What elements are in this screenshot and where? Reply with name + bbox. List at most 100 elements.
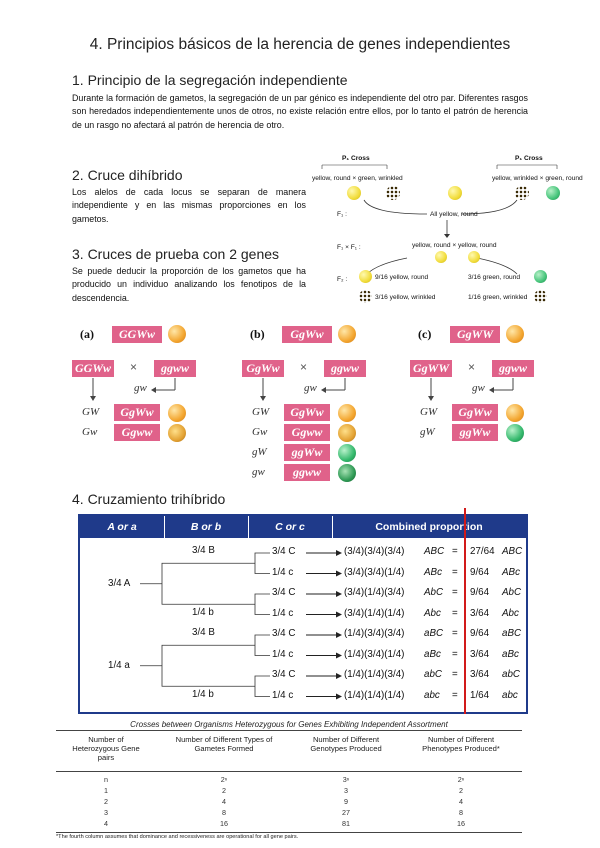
crosses-cell: 1	[104, 786, 108, 795]
offspring-box: ggWw	[452, 424, 498, 441]
offspring-box: Ggww	[284, 424, 330, 441]
equals: =	[452, 607, 458, 619]
phenotype: abC	[502, 669, 520, 680]
section-1-heading: 1. Principio de la segregación independi…	[72, 72, 348, 88]
orange-round-pea-icon	[338, 404, 356, 422]
green-round-pea-icon	[506, 424, 524, 442]
page-title: 4. Principios básicos de la herencia de …	[89, 36, 511, 53]
phenotype: aBC	[502, 628, 522, 639]
arrow-head	[336, 611, 342, 618]
header-c: C or c	[275, 521, 305, 533]
offspring-box: GgWw	[114, 404, 160, 421]
trihybrid-row: 1/4 c (3/4)(1/4)(1/4) Abc = 3/64 Abc	[80, 608, 526, 622]
proportion: 9/64	[470, 566, 490, 578]
trihybrid-branch-lines	[140, 550, 342, 700]
green-wrinkled-pea-icon	[338, 464, 356, 482]
yellow-round-pea-icon	[468, 251, 480, 263]
green-round-pea-icon	[534, 270, 547, 283]
yellow-wrinkled-pea-icon	[359, 290, 372, 303]
b-branch	[240, 675, 270, 697]
gamete-label: GW	[420, 406, 438, 418]
crosses-cell: 2ⁿ	[220, 775, 228, 784]
b-branch	[240, 593, 270, 615]
genotype: Abc	[424, 607, 441, 619]
tester-gamete: gw	[134, 382, 147, 394]
arrow-head	[336, 570, 342, 577]
cross-times: ×	[468, 360, 476, 374]
b-branch	[240, 552, 270, 574]
f2-ratio-1: 9/16 yellow, round	[375, 274, 429, 281]
arrow-head	[336, 591, 342, 597]
dihybrid-diagram: P₁ Cross P₁ Cross yellow, round × green,…	[312, 152, 583, 312]
crosses-cell: 2ⁿ	[457, 775, 465, 784]
orange-round-pea-icon	[168, 325, 186, 343]
genotype: abc	[424, 689, 440, 701]
f2-ratio-2: 3/16 green, round	[468, 274, 521, 281]
crosses-cell: 2	[459, 786, 463, 795]
gamete-label: gW	[252, 446, 267, 458]
crosses-cell: 9	[344, 797, 348, 806]
test-cross-panel: (c) GgWW GgWW × ggww gw GW GgWw gW ggWw	[406, 324, 576, 486]
trihybrid-header: A or a B or b C or c Combined proportion	[80, 516, 526, 538]
equals: =	[452, 587, 458, 598]
orange-round-pea-icon	[506, 325, 524, 343]
c-label: 3/4 C	[272, 587, 296, 598]
arrow-head	[336, 652, 342, 659]
cross-left-box: GgWw	[242, 360, 284, 377]
panel-genotype-box: GgWw	[282, 326, 332, 343]
phenotype: aBc	[502, 648, 519, 660]
proportion: 3/64	[470, 607, 490, 619]
header-combined: Combined proportion	[375, 521, 483, 533]
genotype: abC	[424, 669, 442, 680]
panel-arrows	[260, 378, 346, 401]
crosses-cell: 16	[457, 819, 465, 828]
gamete-label: gW	[420, 426, 435, 438]
cross-left-box: GgWW	[410, 360, 452, 377]
genotype: ABc	[424, 566, 442, 578]
trihybrid-row: 1/4 c (3/4)(3/4)(1/4) ABc = 9/64 ABc	[80, 567, 526, 581]
a-branch	[140, 644, 240, 687]
b-label: 3/4 B	[192, 627, 215, 638]
cross-right-box: ggww	[154, 360, 196, 377]
expression: (1/4)(1/4)(1/4)	[344, 689, 405, 701]
gamete-label: gw	[252, 466, 265, 478]
proportion: 27/64	[470, 546, 495, 557]
green-wrinkled-pea-icon	[534, 290, 547, 303]
trihybrid-table: A or a B or b C or c Combined proportion…	[78, 514, 528, 714]
crosses-cell: 8	[459, 808, 463, 817]
orange-wrinkled-pea-icon	[338, 424, 356, 442]
c-label: 3/4 C	[272, 669, 296, 680]
trihybrid-row: 3/4 C (1/4)(3/4)(3/4) aBC = 9/64 aBC	[80, 628, 526, 642]
crosses-cell: 81	[342, 819, 350, 828]
proportion: 3/64	[470, 648, 490, 660]
panel-label: (b)	[250, 327, 265, 341]
f2-label: F₂ :	[337, 276, 348, 283]
orange-wrinkled-pea-icon	[168, 424, 186, 442]
equals: =	[452, 648, 458, 660]
c-label: 1/4 c	[272, 566, 294, 578]
green-round-pea-icon	[338, 444, 356, 462]
panel-arrows	[90, 378, 176, 401]
trihybrid-row: 1/4 c (1/4)(1/4)(1/4) abc = 1/64 abc	[80, 690, 526, 704]
equals: =	[452, 669, 458, 680]
panel-arrows	[428, 378, 514, 401]
b-branch	[240, 634, 270, 656]
genotype: aBC	[424, 628, 444, 639]
genotype: aBc	[424, 648, 441, 660]
crosses-cell: n	[104, 775, 108, 784]
crosses-cell: 4	[104, 819, 108, 828]
gamete-label: Gw	[82, 426, 98, 438]
proportion: 9/64	[470, 587, 490, 598]
b-label: 3/4 B	[192, 545, 215, 556]
expression: (1/4)(3/4)(1/4)	[344, 648, 405, 660]
crosses-cell: 3ⁿ	[342, 775, 350, 784]
a-label: 1/4 a	[108, 659, 130, 671]
offspring-box: ggww	[284, 464, 330, 481]
tester-gamete: gw	[304, 382, 317, 394]
cross-right-box: ggww	[492, 360, 534, 377]
p1-cross-left: P₁ Cross	[342, 155, 370, 162]
proportion: 9/64	[470, 628, 490, 639]
panel-label: (a)	[80, 327, 94, 341]
phenotype: abc	[502, 689, 518, 701]
